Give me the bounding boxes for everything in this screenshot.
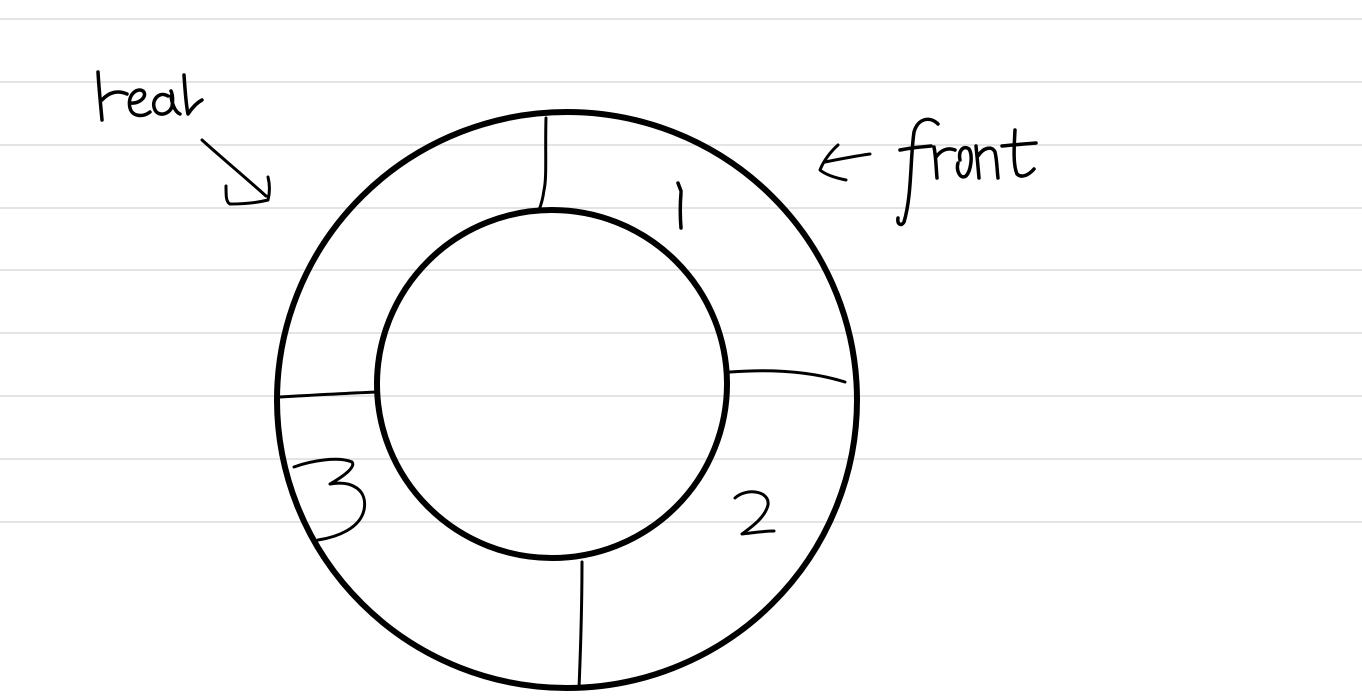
- front-label-handwriting: [896, 117, 1038, 227]
- front-arrow-icon: [818, 143, 872, 182]
- outer-ring: [274, 109, 860, 691]
- slot-3-glyph: [292, 457, 367, 542]
- slot-3-text: 3: [330, 499, 331, 501]
- front-annotation: front: [818, 117, 1038, 227]
- divider-top: [537, 116, 548, 212]
- slot-2: 2: [733, 490, 776, 536]
- circular-queue-diagram: [274, 109, 860, 691]
- slot-3: 3: [292, 457, 367, 542]
- inner-ring: [374, 207, 730, 561]
- rear-arrow-icon: [200, 138, 271, 206]
- rear-annotation: rear: [96, 70, 271, 206]
- slot-2-text: 2: [755, 519, 756, 521]
- rear-label-handwriting: [96, 70, 204, 122]
- slot-1: 1: [676, 181, 683, 230]
- slot-2-glyph: [733, 490, 776, 536]
- front-label-text: front: [900, 178, 903, 181]
- divider-bottom: [577, 560, 584, 690]
- slot-1-glyph: [676, 181, 683, 230]
- divider-left: [278, 390, 380, 399]
- divider-right: [728, 369, 847, 384]
